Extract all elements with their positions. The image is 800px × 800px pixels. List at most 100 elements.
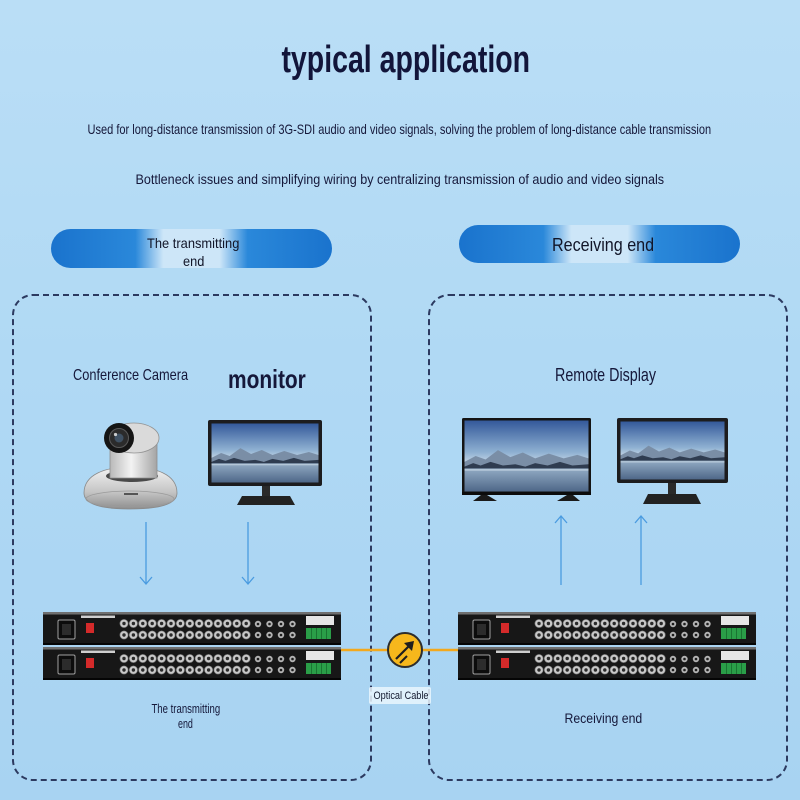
audio-jack-hole: [671, 633, 675, 637]
bnc-connector-pin: [593, 621, 598, 626]
terminal-divider: [316, 663, 317, 674]
signal-arrow-tv: [554, 515, 568, 585]
audio-jack-hole: [694, 657, 698, 661]
camera-label: Conference Camera: [73, 367, 189, 384]
audio-jack-hole: [256, 668, 260, 672]
transmit-footer-line-2: end: [177, 717, 193, 731]
power-switch: [501, 658, 509, 668]
terminal-divider: [741, 628, 742, 639]
receive-panel-border: [428, 294, 788, 781]
transmit-banner-label-line-2: end: [182, 253, 204, 269]
audio-jack-hole: [706, 633, 709, 637]
bnc-connector-pin: [612, 668, 616, 672]
receive-banner: [459, 225, 740, 263]
tv-bottom-strip: [462, 492, 591, 495]
terminal-divider: [726, 628, 727, 639]
bnc-connector-pin: [593, 656, 598, 661]
bnc-connector-pin: [603, 656, 607, 661]
bnc-connector-pin: [159, 621, 164, 626]
tv-left-foot: [473, 495, 497, 501]
camera-logo: [124, 493, 138, 495]
audio-jack-hole: [694, 668, 698, 672]
transmitter-unit-lower: [43, 647, 341, 680]
unit-top-edge: [458, 647, 756, 650]
bnc-connector-pin: [131, 656, 136, 661]
terminal-divider: [736, 628, 737, 639]
receive-footer: Receiving end: [563, 710, 642, 726]
monitor-base: [237, 496, 295, 505]
bnc-connector-pin: [556, 668, 560, 672]
terminal-divider: [326, 663, 327, 674]
bnc-connector-pin: [244, 668, 248, 672]
bnc-connector-pin: [612, 633, 616, 637]
bnc-connector-pin: [546, 621, 551, 626]
bnc-connector-pin: [556, 656, 560, 661]
bnc-connector-pin: [574, 656, 579, 661]
terminal-block: [721, 663, 746, 674]
bnc-connector-pin: [206, 621, 211, 626]
terminal-divider: [736, 663, 737, 674]
bnc-connector-pin: [556, 621, 560, 626]
bnc-connector-pin: [244, 621, 248, 626]
bnc-connector-pin: [603, 621, 607, 626]
bnc-connector-pin: [169, 656, 173, 661]
bnc-connector-pin: [574, 621, 579, 626]
terminal-divider: [316, 628, 317, 639]
spec-label-strip: [81, 650, 115, 653]
description-line-2: Bottleneck issues and simplifying wiring…: [134, 171, 664, 187]
bnc-connector-pin: [169, 621, 173, 626]
bnc-connector-pin: [631, 656, 635, 661]
unit-top-edge: [458, 612, 756, 615]
terminal-divider: [731, 628, 732, 639]
tv-screen: [464, 420, 589, 492]
signal-arrow-monitor: [241, 522, 255, 585]
bnc-connector-pin: [141, 621, 145, 626]
bnc-connector-pin: [225, 656, 230, 661]
bnc-connector-pin: [178, 668, 183, 672]
bnc-connector-pin: [141, 656, 145, 661]
spec-label-strip: [496, 615, 530, 618]
terminal-divider: [326, 628, 327, 639]
bnc-connector-pin: [556, 633, 560, 637]
unit-bottom-edge: [458, 643, 756, 645]
bnc-connector-pin: [225, 668, 230, 672]
bnc-connector-pin: [188, 621, 192, 626]
terminal-label-plate: [306, 616, 334, 625]
power-inlet-pins: [62, 624, 71, 635]
audio-jack-hole: [268, 668, 271, 672]
bnc-connector-pin: [603, 668, 607, 672]
bnc-connector-pin: [235, 633, 239, 637]
bnc-connector-pin: [631, 633, 635, 637]
bnc-connector-pin: [574, 633, 579, 637]
description-line-1: Used for long-distance transmission of 3…: [86, 121, 711, 137]
terminal-divider: [321, 628, 322, 639]
terminal-divider: [321, 663, 322, 674]
bnc-connector-pin: [216, 656, 220, 661]
bnc-connector-pin: [122, 621, 126, 626]
ptz-camera-icon: [83, 422, 178, 510]
audio-jack-hole: [268, 622, 271, 626]
bnc-connector-pin: [621, 668, 626, 672]
bnc-connector-pin: [216, 668, 220, 672]
audio-jack-hole: [279, 668, 283, 672]
bnc-connector-pin: [565, 633, 569, 637]
terminal-label-plate: [306, 651, 334, 660]
terminal-block: [306, 663, 331, 674]
bnc-connector-pin: [225, 633, 230, 637]
bnc-connector-pin: [216, 633, 220, 637]
bnc-connector-pin: [216, 621, 220, 626]
optical-link-icon: [387, 632, 423, 668]
bnc-connector-pin: [584, 621, 588, 626]
remote-display-label: Remote Display: [555, 365, 657, 385]
signal-arrow-camera: [139, 522, 153, 585]
terminal-divider: [726, 663, 727, 674]
bnc-connector-pin: [650, 633, 654, 637]
bnc-connector-pin: [537, 668, 541, 672]
bnc-connector-pin: [197, 633, 201, 637]
power-switch: [86, 658, 94, 668]
bnc-connector-pin: [150, 656, 154, 661]
bnc-connector-pin: [584, 656, 588, 661]
terminal-block: [721, 628, 746, 639]
terminal-divider: [731, 663, 732, 674]
audio-jack-hole: [683, 668, 686, 672]
